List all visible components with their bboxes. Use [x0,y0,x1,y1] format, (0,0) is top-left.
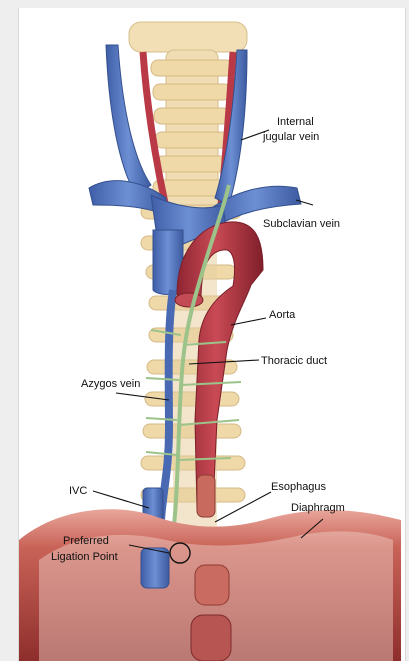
figure-frame: Internal jugular vein Subclavian vein Ao… [18,8,406,661]
label-azygos-vein: Azygos vein [81,378,140,390]
label-subclavian-vein: Subclavian vein [263,218,340,230]
label-ligation-2: Ligation Point [51,551,118,563]
anatomy-diagram: Internal jugular vein Subclavian vein Ao… [19,8,405,661]
label-diaphragm: Diaphragm [291,502,345,514]
label-internal-jugular-2: jugular vein [262,131,319,143]
diaphragm-muscle [19,509,401,661]
label-ivc: IVC [69,485,87,497]
label-internal-jugular-1: Internal [277,116,314,128]
label-aorta: Aorta [269,309,296,321]
label-ligation-1: Preferred [63,535,109,547]
label-thoracic-duct: Thoracic duct [261,355,327,367]
esophagus-tube [197,475,215,517]
label-esophagus: Esophagus [271,481,327,493]
